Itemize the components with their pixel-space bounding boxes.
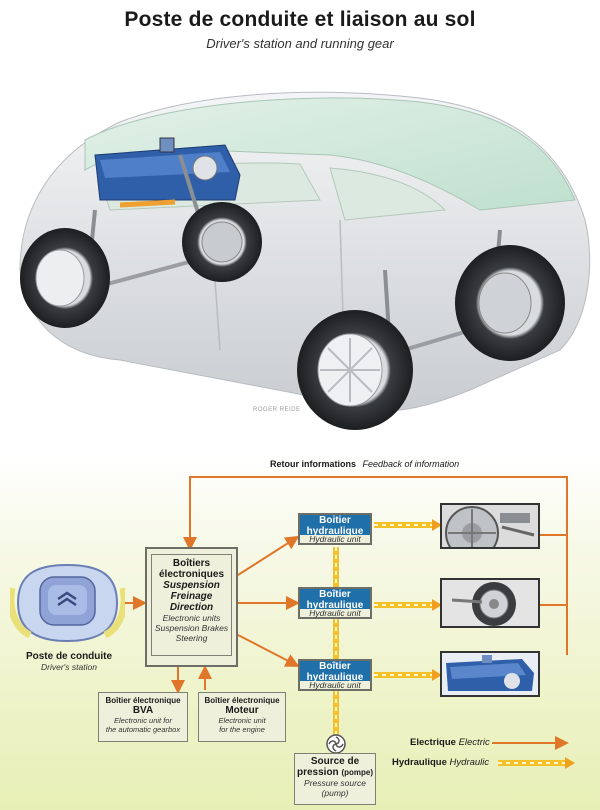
pressure-source-box: Source de pression (pompe) Pressure sour… — [294, 753, 376, 805]
ecu-en3: Steering — [175, 633, 208, 643]
hydraulic-unit-1: Boitier hydraulique Hydraulic unit — [298, 513, 372, 545]
driver-station-label: Poste de conduite Driver's station — [5, 651, 133, 672]
car-illustration: ROGER REIDE — [0, 60, 600, 460]
pressure-fr1: Source de — [310, 756, 360, 767]
hydraulic-unit-1-header: Boitier hydraulique — [300, 515, 370, 537]
feedback-label-fr: Retour informations — [270, 459, 357, 469]
bva-box: Boîtier électronique BVA Electronic unit… — [98, 692, 188, 742]
hydraulic-unit-3-fr2: hydraulique — [306, 672, 364, 683]
bva-name: BVA — [132, 705, 154, 716]
ecu-line2: électroniques — [158, 569, 225, 580]
wheel-photo-2-image — [442, 580, 538, 626]
driver-station-en: Driver's station — [41, 662, 97, 672]
hydraulic-unit-3-fr1: Boîtier — [319, 661, 351, 672]
illustrator-credit: ROGER REIDE — [253, 407, 301, 413]
driver-station-fr: Poste de conduite — [25, 651, 113, 662]
hydraulic-unit-2-en: Hydraulic unit — [309, 608, 361, 618]
ecu-line3: Suspension — [163, 580, 220, 591]
pressure-fr2-line: pression (pompe) — [295, 767, 375, 778]
ecu-en1: Electronic units — [162, 613, 221, 623]
hydraulic-unit-2-fr2: hydraulique — [306, 600, 364, 611]
legend-hydraulic-en: Hydraulic — [449, 757, 490, 768]
wheel-photo-2 — [440, 578, 540, 628]
hydraulic-unit-1-fr2: hydraulique — [306, 526, 364, 537]
legend-hydraulic: Hydraulique Hydraulic — [392, 757, 489, 768]
hydraulic-unit-1-fr1: Boitier — [319, 515, 351, 526]
page-subtitle: Driver's station and running gear — [206, 36, 394, 51]
electric-lines — [122, 476, 568, 694]
wheel-photo-1-image — [442, 505, 538, 547]
pressure-fr3: (pompe) — [341, 768, 374, 777]
bva-en1: Electronic unit for — [114, 716, 172, 725]
legend-electric-fr: Electrique — [410, 737, 456, 748]
pressure-fr2: pression — [296, 767, 339, 778]
legend-hydraulic-fr: Hydraulique — [392, 757, 447, 768]
hydraulic-lines — [333, 519, 442, 735]
feedback-label-en: Feedback of information — [362, 459, 460, 469]
moteur-en1: Electronic unit — [218, 716, 266, 725]
hydraulic-unit-3-header: Boîtier hydraulique — [300, 661, 370, 683]
hydraulic-unit-1-en: Hydraulic unit — [309, 534, 361, 544]
moteur-name: Moteur — [225, 705, 259, 716]
moteur-box: Boîtier électronique Moteur Electronic u… — [198, 692, 286, 742]
hydraulic-unit-2-header: Boîtier hydraulique — [300, 589, 370, 611]
pressure-en2: (pump) — [321, 788, 349, 798]
bva-header: Boîtier électronique — [105, 696, 181, 705]
hydraulic-unit-2-fr1: Boîtier — [319, 589, 351, 600]
dashboard-photo — [440, 651, 540, 697]
car-cutaway-drawing — [19, 91, 591, 430]
dashboard-photo-image — [442, 653, 538, 695]
bva-en2: the automatic gearbox — [105, 725, 181, 734]
legend-electric: Electrique Electric — [410, 737, 490, 748]
pump-icon — [326, 734, 346, 754]
pressure-en1: Pressure source — [304, 778, 366, 788]
ecu-line5: Direction — [169, 602, 214, 613]
legend-electric-en: Electric — [458, 737, 490, 748]
wheel-photo-1 — [440, 503, 540, 549]
ecu-en2: Suspension Brakes — [154, 623, 229, 633]
connection-lines — [122, 476, 575, 769]
ecu-line4: Freinage — [170, 591, 213, 602]
pump-icon-graphic — [326, 734, 346, 754]
hydraulic-unit-2: Boîtier hydraulique Hydraulic unit — [298, 587, 372, 619]
system-diagram: Retour informations Feedback of informat… — [0, 455, 600, 810]
moteur-en2: for the engine — [219, 725, 265, 734]
moteur-header: Boîtier électronique — [204, 696, 280, 705]
hydraulic-unit-3-en: Hydraulic unit — [309, 680, 361, 690]
ecu-line1: Boîtiers — [172, 558, 211, 569]
feedback-label: Retour informations Feedback of informat… — [270, 459, 459, 469]
page-title: Poste de conduite et liaison au sol — [124, 8, 476, 31]
steering-wheel-graphic — [7, 563, 128, 643]
legend-hydraulic-line — [498, 757, 575, 769]
hydraulic-unit-3: Boîtier hydraulique Hydraulic unit — [298, 659, 372, 691]
steering-wheel-icon — [7, 563, 128, 643]
ecu-box: Boîtiers électroniques Suspension Freina… — [145, 547, 238, 667]
